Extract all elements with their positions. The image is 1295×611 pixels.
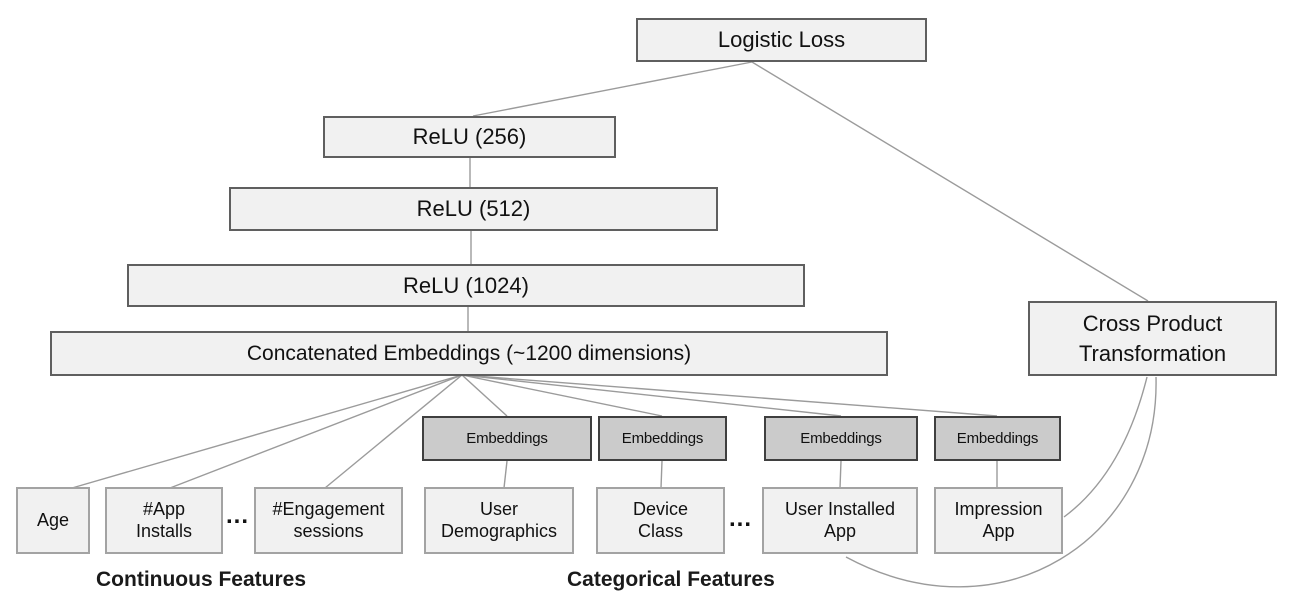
node-logistic-loss: Logistic Loss [636, 18, 927, 62]
continuous-ellipsis: ... [226, 502, 250, 529]
node-embeddings-user-demographics: Embeddings [422, 416, 592, 461]
continuous-features-label: Continuous Features [96, 568, 307, 591]
node-embeddings-user-installed-app: Embeddings [764, 416, 918, 461]
categorical-ellipsis: ... [729, 505, 753, 532]
node-relu-1024: ReLU (1024) [127, 264, 805, 307]
node-embeddings-device-class: Embeddings [598, 416, 727, 461]
feature-device-class: Device Class [596, 487, 725, 554]
edge-concat-emb1 [461, 374, 508, 417]
feature-user-demographics: User Demographics [424, 487, 574, 554]
node-cross-product-transformation: Cross Product Transformation [1028, 301, 1277, 376]
node-relu-512: ReLU (512) [229, 187, 718, 231]
edge-concat-emb2 [461, 374, 663, 417]
edge-concat-age [71, 374, 463, 489]
edge-emb1-userdemo [503, 460, 508, 489]
node-relu-256: ReLU (256) [323, 116, 616, 158]
edge-concat-emb4 [461, 374, 998, 417]
edge-emb3-userinstalled [839, 460, 842, 489]
categorical-features-label: Categorical Features [567, 568, 775, 591]
edge-concat-emb3 [461, 374, 842, 417]
feature-user-installed-app: User Installed App [762, 487, 918, 554]
edge-loss-to-crossproduct [751, 61, 1149, 302]
edge-crossproduct-impression [1063, 376, 1148, 518]
node-concatenated-embeddings: Concatenated Embeddings (~1200 dimension… [50, 331, 888, 376]
edge-crossproduct-userinstalled [845, 376, 1157, 588]
feature-age: Age [16, 487, 90, 554]
edge-concat-engagement [324, 374, 463, 489]
feature-app-installs: #App Installs [105, 487, 223, 554]
node-embeddings-impression-app: Embeddings [934, 416, 1061, 461]
edge-concat-appinstalls [169, 374, 463, 489]
edge-emb2-device [660, 460, 663, 489]
feature-engagement-sessions: #Engagement sessions [254, 487, 403, 554]
feature-impression-app: Impression App [934, 487, 1063, 554]
edge-loss-to-relu256 [472, 61, 753, 117]
